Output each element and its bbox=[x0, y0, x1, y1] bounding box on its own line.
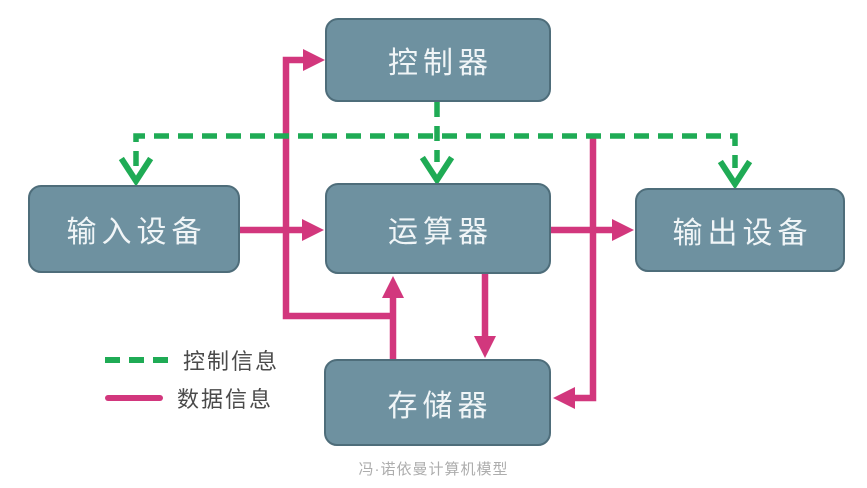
node-input-device-label: 输入设备 bbox=[66, 216, 207, 249]
node-memory: 存储器 bbox=[324, 359, 551, 446]
arrowhead-into-memory-right bbox=[553, 387, 575, 409]
data-line-swatch bbox=[105, 395, 163, 401]
edge-bus-to-memory-right bbox=[573, 137, 597, 402]
edge-input-branch-to-controller bbox=[282, 56, 393, 320]
arrowhead-into-alu-top bbox=[419, 155, 455, 186]
arrowhead-into-output-top bbox=[717, 159, 753, 190]
node-alu-label: 运算器 bbox=[388, 215, 493, 249]
legend-control-label: 控制信息 bbox=[183, 349, 280, 374]
arrowhead-into-input-top bbox=[118, 156, 154, 187]
node-memory-label: 存储器 bbox=[387, 389, 493, 423]
legend: 控制信息 数据信息 bbox=[105, 344, 305, 420]
arrowhead-into-controller-left bbox=[303, 49, 325, 71]
node-output-device: 输出设备 bbox=[635, 188, 845, 272]
control-line-swatch bbox=[105, 357, 169, 363]
arrowhead-into-output-left bbox=[612, 219, 634, 241]
legend-data-label: 数据信息 bbox=[177, 387, 274, 412]
arrowhead-into-alu-left bbox=[302, 219, 324, 241]
node-controller-label: 控制器 bbox=[388, 47, 493, 80]
legend-row-control: 控制信息 bbox=[105, 344, 305, 376]
node-controller: 控制器 bbox=[325, 18, 551, 102]
legend-row-data: 数据信息 bbox=[105, 382, 305, 414]
arrowhead-into-memory-top bbox=[474, 336, 496, 358]
node-input-device: 输入设备 bbox=[28, 185, 240, 273]
node-alu: 运算器 bbox=[325, 183, 551, 274]
node-output-device-label: 输出设备 bbox=[672, 217, 813, 250]
arrowhead-into-alu-bottom bbox=[382, 276, 404, 298]
edge-control-bus bbox=[133, 133, 738, 168]
diagram-caption: 冯·诺依曼计算机模型 bbox=[358, 461, 509, 478]
